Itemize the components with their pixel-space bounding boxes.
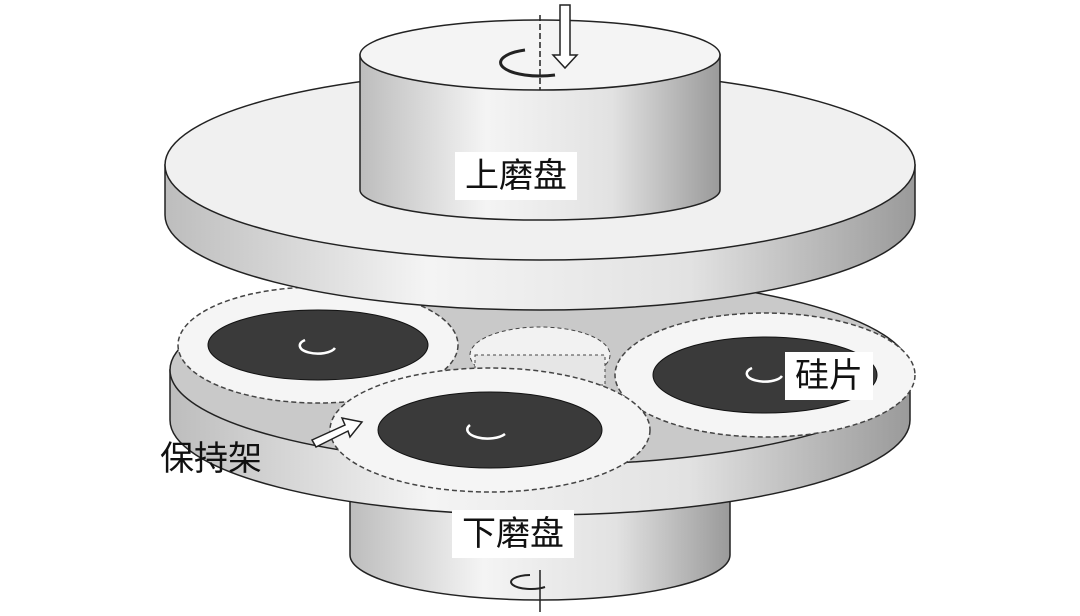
rotation-arrows <box>310 4 579 612</box>
wafer-label: 硅片 <box>785 352 873 400</box>
wafer-3 <box>377 391 603 469</box>
upper-plate-label: 上磨盘 <box>455 152 577 200</box>
carrier-label: 保持架 <box>160 439 262 479</box>
lower-plate-label: 下磨盘 <box>452 510 574 558</box>
wafer-1 <box>207 309 429 381</box>
